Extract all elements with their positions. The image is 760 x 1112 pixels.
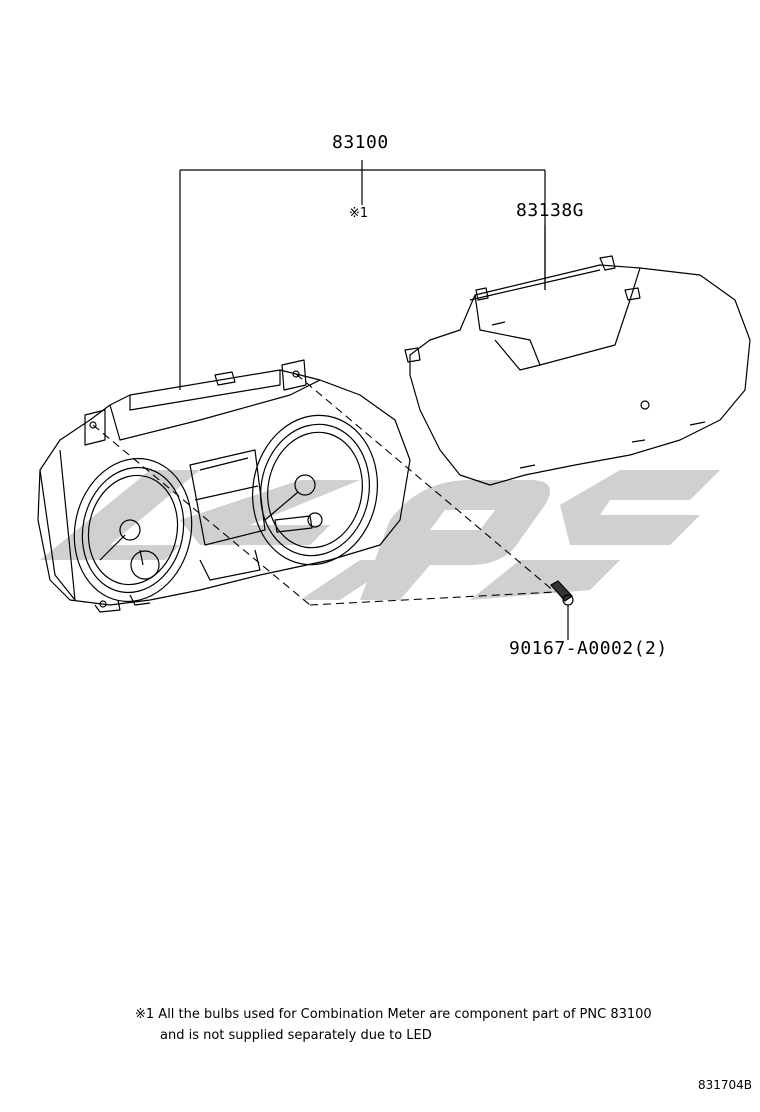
assembly-note-mark: ※1	[349, 206, 369, 221]
leader-83100	[179, 160, 546, 390]
screw-drawing	[550, 580, 574, 640]
part-number-screw[interactable]: 90167-A0002(2)	[509, 638, 668, 659]
meter-glass-drawing	[404, 255, 751, 486]
part-number-glass[interactable]: 83138G	[516, 200, 585, 221]
footnote-line-2: and is not supplied separately due to LE…	[160, 1028, 432, 1043]
part-number-assembly[interactable]: 83100	[332, 132, 389, 153]
screw-leader-dashed	[92, 373, 556, 606]
drawing-code: 831704B	[698, 1078, 753, 1092]
combination-meter-drawing	[37, 359, 411, 613]
watermark-logo	[40, 470, 720, 600]
footnote-line-1: ※1 All the bulbs used for Combination Me…	[135, 1007, 652, 1022]
